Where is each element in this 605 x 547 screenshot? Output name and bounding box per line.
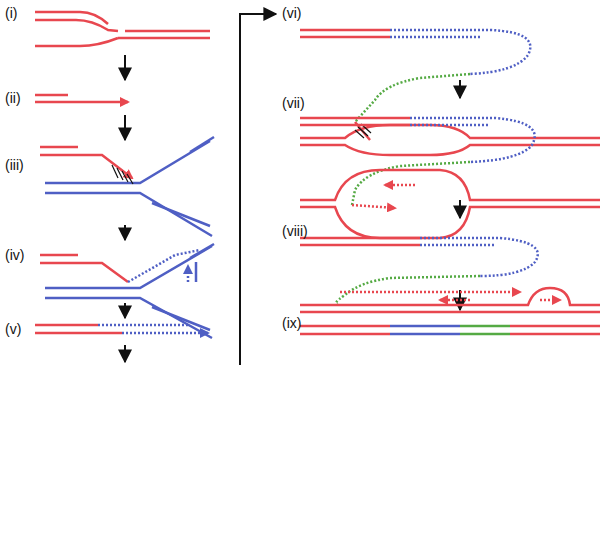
bir-synthesis xyxy=(300,238,600,312)
step-label: (ix) xyxy=(282,316,301,330)
second-invasion xyxy=(300,30,600,155)
step-label: (iv) xyxy=(5,248,24,262)
step-label: (vii) xyxy=(282,96,305,110)
step-label: (vi) xyxy=(282,6,301,20)
step-label: (ii) xyxy=(5,91,21,105)
step-label: (i) xyxy=(5,6,17,20)
step-label: (v) xyxy=(5,322,21,336)
broken-fork xyxy=(35,12,210,46)
extended-end xyxy=(35,325,208,333)
migrating-bubble xyxy=(300,118,600,238)
strand-invasion xyxy=(40,137,214,236)
repaired-duplex xyxy=(300,326,600,334)
step-label: (iii) xyxy=(5,158,24,172)
step-label: (viii) xyxy=(282,224,308,238)
resected-end xyxy=(35,95,128,102)
